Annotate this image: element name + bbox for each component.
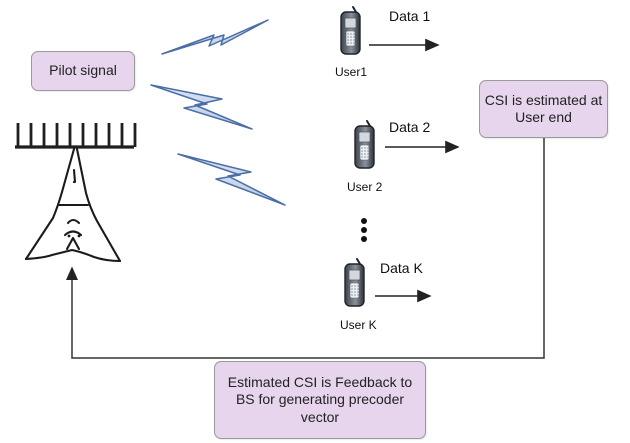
data-k-label: Data K — [380, 260, 423, 276]
user-2-label: User 2 — [347, 180, 383, 194]
tower-outline — [24, 147, 122, 263]
data-2-label: Data 2 — [389, 119, 431, 135]
pilot-signal-text: Pilot signal — [49, 62, 117, 79]
mobile-phone-icon — [354, 120, 375, 169]
csi-estimation-box: CSI is estimated at User end — [479, 80, 608, 138]
csi-estimation-text: CSI is estimated at User end — [484, 91, 603, 126]
signal-bolt-1 — [161, 19, 269, 55]
signal-bolt-2 — [150, 84, 253, 130]
ellipsis-dots — [361, 218, 367, 242]
pilot-signal-box: Pilot signal — [31, 51, 135, 91]
user-k-label: User K — [340, 318, 377, 332]
feedback-text: Estimated CSI is Feedback to BS for gene… — [227, 373, 413, 425]
mobile-phone-icon — [340, 6, 361, 55]
feedback-connector — [66, 137, 545, 359]
base-station-tower-icon — [15, 123, 137, 263]
tower-details — [67, 180, 81, 238]
feedback-box: Estimated CSI is Feedback to BS for gene… — [214, 361, 426, 439]
mobile-phone-icon — [344, 258, 365, 307]
data-1-label: Data 1 — [389, 8, 431, 24]
antenna-elements — [16, 123, 137, 147]
user-1-label: User1 — [335, 65, 368, 79]
signal-bolt-3 — [177, 153, 286, 206]
